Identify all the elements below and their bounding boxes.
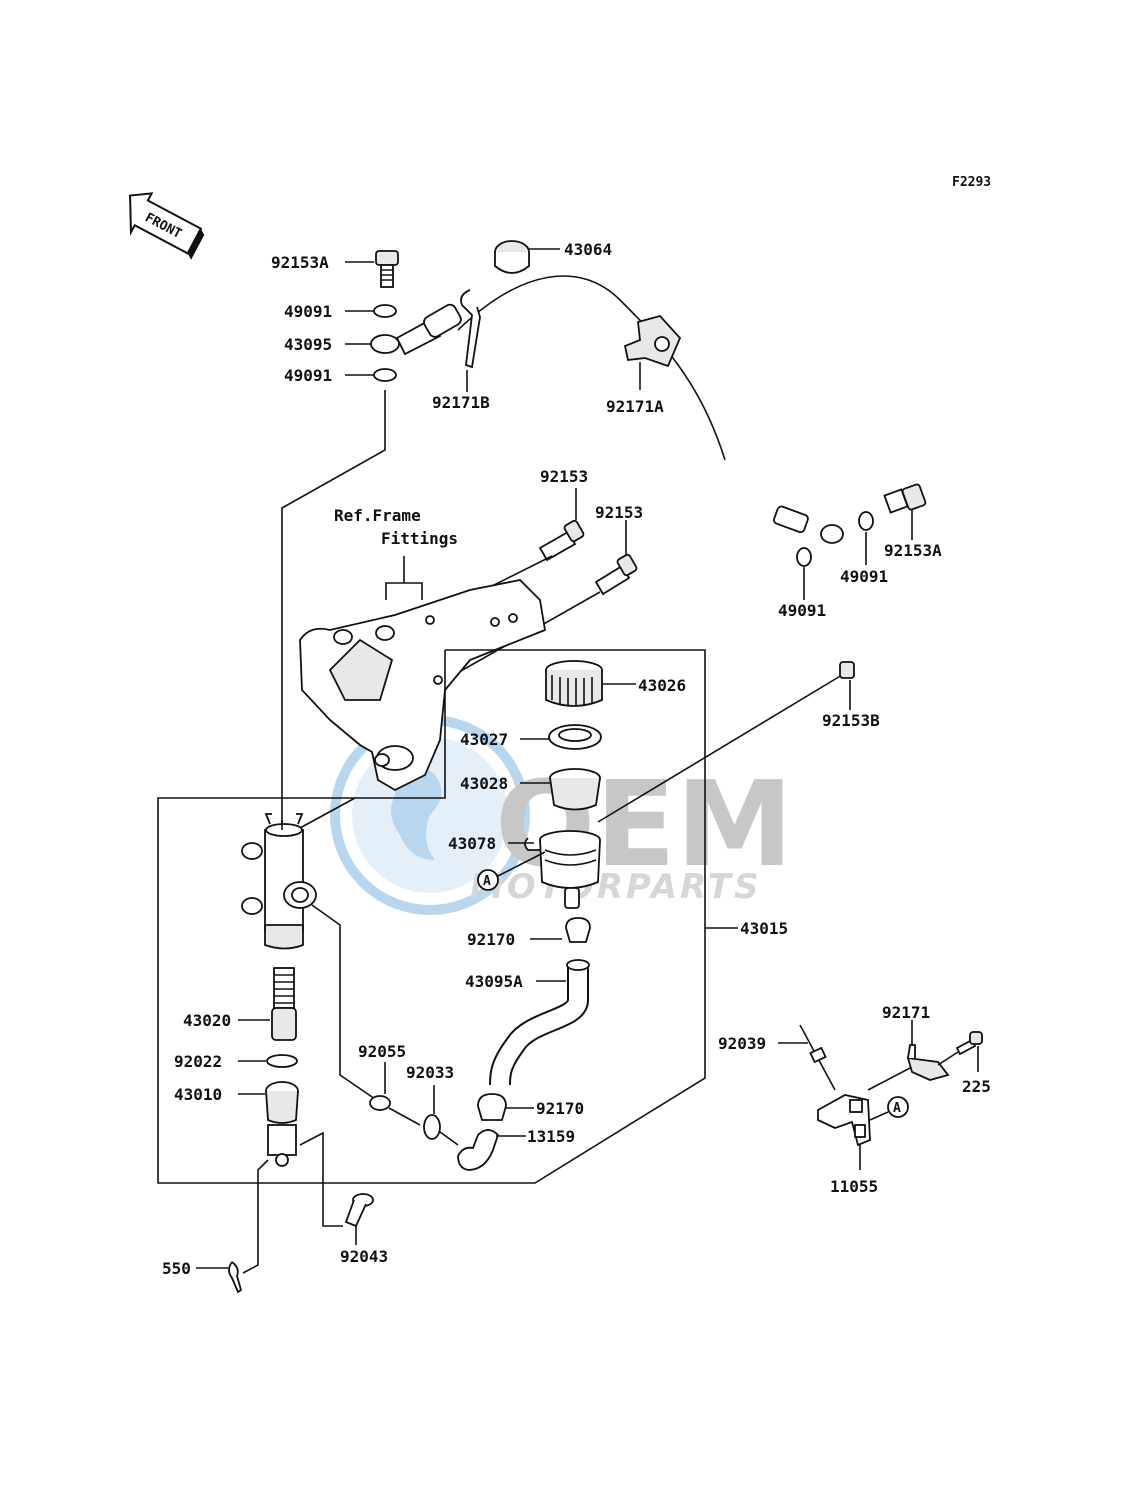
banjo-fitting-right: [773, 505, 844, 544]
label-92033: 92033: [406, 1063, 454, 1082]
washer-49091-d: [796, 547, 812, 567]
spring-43020: [271, 967, 297, 1041]
washer-49091-a: [373, 304, 397, 318]
bracket-11055: [817, 1094, 871, 1147]
washer-49091-c: [858, 511, 874, 531]
label-43064: 43064: [564, 240, 612, 259]
label-49091-a: 49091: [284, 302, 332, 321]
bolt-92153-a: [538, 519, 585, 562]
screw-225: [955, 1031, 983, 1056]
pushrod-43010: [265, 1081, 299, 1167]
pin-92043: [344, 1193, 374, 1228]
hose-43095A: [489, 959, 590, 1086]
clamp-92171A: [623, 314, 682, 368]
figure-code: F2293: [952, 175, 991, 190]
washer-49091-b: [373, 368, 397, 382]
label-43095A: 43095A: [465, 972, 523, 991]
label-92022: 92022: [174, 1052, 222, 1071]
screw-92153B: [839, 661, 855, 679]
label-550: 550: [162, 1259, 191, 1278]
label-43027: 43027: [460, 730, 508, 749]
label-49091-c: 49091: [840, 567, 888, 586]
diaphragm-43028: [549, 768, 601, 811]
callout-A-bracket-text: A: [893, 1101, 901, 1116]
label-92170-b: 92170: [536, 1099, 584, 1118]
banjo-bolt-top: [375, 250, 399, 288]
label-49091-b: 49091: [284, 366, 332, 385]
circlip-92022: [266, 1054, 298, 1068]
banjo-bolt-right: [883, 483, 927, 514]
reservoir-43078: [524, 830, 601, 909]
label-43095: 43095: [284, 335, 332, 354]
label-92171: 92171: [882, 1003, 930, 1022]
watermark-brand-sub: MOTORPARTS: [470, 867, 761, 907]
callout-A-bracket: [887, 1096, 909, 1118]
label-43015: 43015: [740, 919, 788, 938]
callout-A-reservoir: [477, 869, 499, 891]
label-92170-a: 92170: [467, 930, 515, 949]
label-49091-d: 49091: [778, 601, 826, 620]
label-13159: 13159: [527, 1127, 575, 1146]
grommet-43064: [494, 240, 530, 274]
label-92153-b: 92153: [595, 503, 643, 522]
front-arrow-icon: FRONT: [129, 192, 205, 260]
label-43020: 43020: [183, 1011, 231, 1030]
clutch-hose: [457, 275, 726, 461]
label-92153B: 92153B: [822, 711, 880, 730]
banjo-fitting-43095: [370, 303, 462, 356]
label-11055: 11055: [830, 1177, 878, 1196]
ref-note-line1: Ref.Frame: [334, 506, 421, 525]
label-92171A: 92171A: [606, 397, 664, 416]
elbow-13159: [457, 1129, 500, 1171]
cotter-pin-550: [228, 1261, 243, 1294]
clamp-92171B: [460, 289, 481, 369]
label-92153-a: 92153: [540, 467, 588, 486]
clip-92170-b: [477, 1093, 507, 1121]
label-92043: 92043: [340, 1247, 388, 1266]
label-225: 225: [962, 1077, 991, 1096]
label-92039: 92039: [718, 1034, 766, 1053]
switch-92039: [799, 1024, 836, 1091]
label-43026: 43026: [638, 676, 686, 695]
frame-bracket: [299, 579, 547, 792]
master-cylinder-body: [241, 813, 317, 950]
label-92153A-top: 92153A: [271, 253, 329, 272]
clip-92170-a: [565, 917, 591, 943]
assembly-43015-outline: [157, 649, 706, 1184]
label-43028: 43028: [460, 774, 508, 793]
label-92171B: 92171B: [432, 393, 490, 412]
bolt-92153-b: [594, 553, 638, 596]
label-92055: 92055: [358, 1042, 406, 1061]
reservoir-cap-43026: [545, 660, 603, 707]
plate-43027: [548, 724, 602, 750]
circlip-92033: [423, 1114, 441, 1140]
label-43010: 43010: [174, 1085, 222, 1104]
ref-note-line2: Fittings: [381, 529, 458, 548]
callout-A-reservoir-text: A: [483, 874, 491, 889]
label-43078: 43078: [448, 834, 496, 853]
oring-92055: [369, 1095, 391, 1111]
label-92153A-right: 92153A: [884, 541, 942, 560]
